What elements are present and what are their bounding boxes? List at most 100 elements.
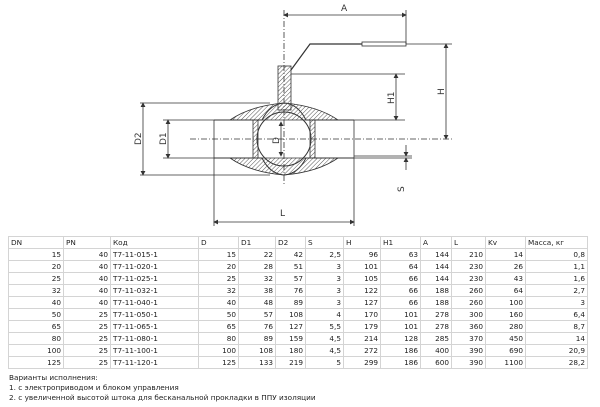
table-cell: 20 (8, 260, 64, 273)
table-cell: 188 (420, 296, 452, 309)
table-cell: 50 (198, 308, 239, 321)
notes: Варианты исполнения: 1. с электроприводо… (9, 373, 316, 402)
table-cell: T7-11-120-1 (110, 356, 199, 369)
table-cell: 230 (451, 260, 486, 273)
table-cell: 40 (8, 296, 64, 309)
table-cell: 127 (275, 320, 306, 333)
table-cell: 100 (485, 296, 526, 309)
table-cell: 101 (380, 308, 421, 321)
table-cell: 28 (238, 260, 276, 273)
table-cell: 1100 (485, 356, 526, 369)
column-header: D2 (275, 236, 306, 249)
table-cell: 219 (275, 356, 306, 369)
table-cell: 96 (343, 248, 381, 261)
table-cell: 280 (485, 320, 526, 333)
table-cell: 278 (420, 320, 452, 333)
table-cell: 188 (420, 284, 452, 297)
dim-label-d2: D2 (134, 132, 144, 145)
table-cell: 4 (305, 308, 344, 321)
column-header: L (451, 236, 486, 249)
column-header: Масса, кг (525, 236, 588, 249)
table-cell: 450 (485, 332, 526, 345)
table-cell: 125 (198, 356, 239, 369)
table-cell: 32 (198, 284, 239, 297)
table-cell: 25 (8, 272, 64, 285)
table-cell: 2,7 (525, 284, 588, 297)
column-header: PN (63, 236, 111, 249)
table-cell: 3 (305, 296, 344, 309)
table-cell: 0,8 (525, 248, 588, 261)
table-cell: T7-11-032-1 (110, 284, 199, 297)
table-cell: 14 (525, 332, 588, 345)
table-cell: 15 (8, 248, 64, 261)
table-cell: 100 (198, 344, 239, 357)
table-cell: 101 (380, 320, 421, 333)
table-cell: 144 (420, 272, 452, 285)
table-cell: 144 (420, 248, 452, 261)
table-cell: 25 (63, 344, 111, 357)
notes-title: Варианты исполнения: (9, 373, 98, 382)
table-cell: 38 (238, 284, 276, 297)
table-cell: 65 (8, 320, 64, 333)
table-cell: 3 (305, 272, 344, 285)
table-cell: T7-11-100-1 (110, 344, 199, 357)
column-header: Код (110, 236, 199, 249)
table-cell: 144 (420, 260, 452, 273)
table-cell: 400 (420, 344, 452, 357)
column-header: S (305, 236, 344, 249)
table-cell: 105 (343, 272, 381, 285)
table-cell: T7-11-025-1 (110, 272, 199, 285)
table-cell: 20 (198, 260, 239, 273)
column-header: A (420, 236, 452, 249)
table-cell: 1,6 (525, 272, 588, 285)
table-cell: 179 (343, 320, 381, 333)
table-cell: 14 (485, 248, 526, 261)
table-cell: 159 (275, 332, 306, 345)
table-cell: 5,5 (305, 320, 344, 333)
column-header: D1 (238, 236, 276, 249)
table-cell: 390 (451, 356, 486, 369)
valve-drawing: A H1 H D2 D1 D S L (134, 4, 452, 226)
table-cell: 26 (485, 260, 526, 273)
table-cell: 278 (420, 308, 452, 321)
table-cell: 25 (63, 308, 111, 321)
table-cell: 3 (305, 260, 344, 273)
table-cell: 40 (198, 296, 239, 309)
table-cell: 76 (238, 320, 276, 333)
table-cell: 89 (238, 332, 276, 345)
table-cell: 66 (380, 296, 421, 309)
dim-label-h1: H1 (387, 92, 397, 105)
table-cell: 40 (63, 248, 111, 261)
table-cell: 3 (525, 296, 588, 309)
table-cell: 80 (198, 332, 239, 345)
table-cell: 299 (343, 356, 381, 369)
table-cell: 25 (63, 320, 111, 333)
column-header: Kv (485, 236, 526, 249)
table-cell: 390 (451, 344, 486, 357)
table-cell: 65 (198, 320, 239, 333)
table-cell: 1,1 (525, 260, 588, 273)
table-cell: 230 (451, 272, 486, 285)
note-item: 2. с увеличенной высотой штока для беска… (9, 392, 316, 402)
dim-label-d: D (272, 137, 282, 144)
table-cell: 66 (380, 272, 421, 285)
stem (277, 65, 292, 111)
handle-grip (361, 41, 407, 47)
table-cell: 57 (275, 272, 306, 285)
table-cell: 25 (198, 272, 239, 285)
table-cell: 40 (63, 260, 111, 273)
table-cell: 260 (451, 284, 486, 297)
table-cell: 6,4 (525, 308, 588, 321)
table-cell: 108 (238, 344, 276, 357)
table-cell: 260 (451, 296, 486, 309)
table-cell: T7-11-050-1 (110, 308, 199, 321)
table-cell: 210 (451, 248, 486, 261)
